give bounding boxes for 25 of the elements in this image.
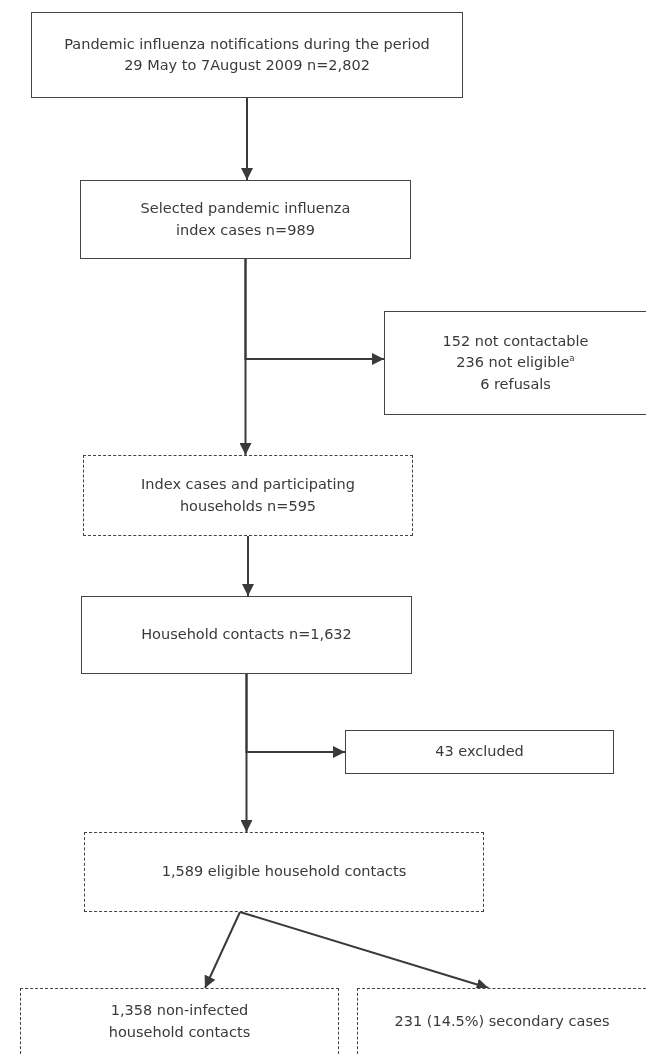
arrow: [242, 535, 254, 597]
box-text: 1,358 non-infected household contacts: [107, 1001, 252, 1042]
dashed-box: [20, 988, 339, 1054]
box-text: 1,589 eligible household contacts: [161, 862, 407, 882]
arrow: [245, 673, 346, 758]
process-box: [31, 12, 463, 98]
process-box: [384, 311, 646, 415]
box-text: Index cases and participating households n=595: [140, 475, 356, 516]
box-text: Pandemic influenza notifications during the period 29 May to 7August 2009 n=2,802: [63, 35, 431, 75]
dashed-box: [84, 832, 484, 912]
box-text: 231 (14.5%) secondary cases: [394, 1012, 610, 1031]
arrow: [244, 258, 385, 365]
process-box: [80, 180, 411, 259]
dashed-box: [357, 988, 646, 1054]
box-text: Selected pandemic influenza index cases n=989: [139, 199, 352, 240]
box-text: 152 not contactable: [442, 332, 589, 352]
arrow: [204, 911, 241, 989]
process-box: [81, 596, 412, 674]
box-text: 43 excluded: [435, 742, 524, 762]
process-box: [345, 730, 614, 774]
box-text: 236 not eligible$^{a}$: [456, 352, 575, 373]
dashed-box: [83, 455, 413, 536]
box-text: 6 refusals: [480, 374, 551, 394]
box-text: Household contacts n=1,632: [141, 625, 352, 645]
arrow: [241, 97, 253, 181]
